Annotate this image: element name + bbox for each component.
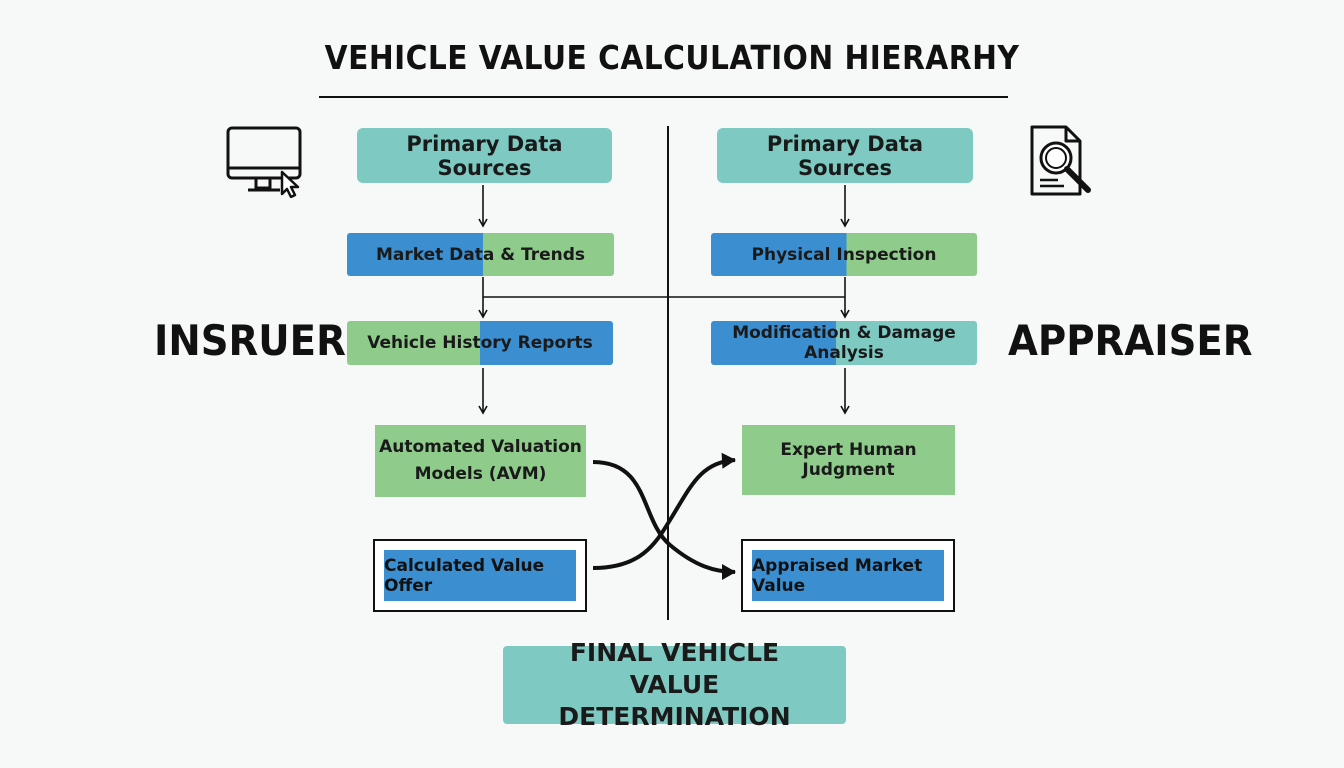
appraiser-label: APPRAISER bbox=[1008, 316, 1253, 365]
appraised-market-value-frame: Appraised Market Value bbox=[741, 539, 955, 612]
diagram-title: VEHICLE VALUE CALCULATION HIERARHY bbox=[324, 38, 1020, 77]
market-data-trends-box: Market Data & Trends bbox=[347, 233, 614, 276]
final-line-1: FINAL VEHICLE VALUE bbox=[569, 638, 780, 699]
appraiser-primary-data-sources: Primary Data Sources bbox=[717, 128, 973, 183]
automated-valuation-models-box: Automated Valuation Models (AVM) bbox=[375, 425, 586, 497]
final-line-2: DETERMINATION bbox=[558, 702, 791, 731]
final-vehicle-value-box: FINAL VEHICLE VALUE DETERMINATION bbox=[503, 638, 846, 731]
avm-line-1: Automated Valuation bbox=[379, 437, 582, 457]
avm-line-2: Models (AVM) bbox=[414, 464, 547, 484]
modification-damage-analysis-box: Modification & Damage Analysis bbox=[711, 321, 977, 365]
expert-human-judgment-box: Expert Human Judgment bbox=[742, 425, 955, 495]
curve-offer-to-judgment bbox=[592, 452, 736, 570]
insurer-primary-data-sources: Primary Data Sources bbox=[357, 128, 612, 183]
insurer-label: INSRUER bbox=[154, 316, 346, 365]
curve-avm-to-appraised bbox=[592, 460, 736, 580]
computer-monitor-cursor-icon bbox=[226, 126, 302, 198]
calculated-value-offer-box: Calculated Value Offer bbox=[384, 550, 576, 601]
physical-inspection-box: Physical Inspection bbox=[711, 233, 977, 276]
vehicle-history-reports-box: Vehicle History Reports bbox=[347, 321, 613, 365]
calculated-value-offer-frame: Calculated Value Offer bbox=[373, 539, 587, 612]
appraised-market-value-box: Appraised Market Value bbox=[752, 550, 944, 601]
document-magnifier-icon bbox=[1030, 125, 1091, 196]
